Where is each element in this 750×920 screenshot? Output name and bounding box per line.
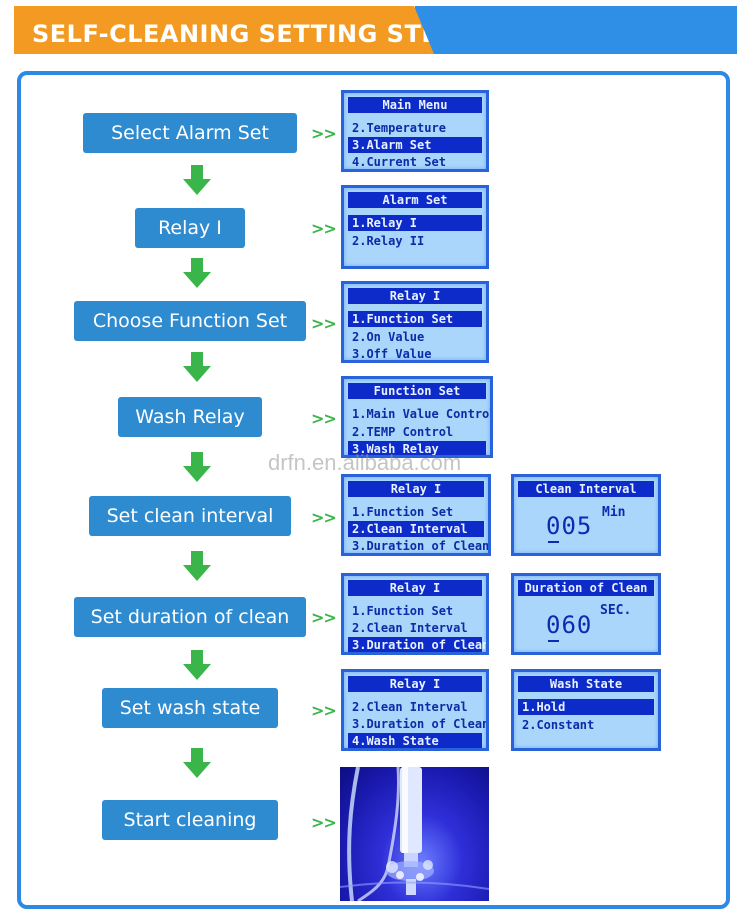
steps-frame: [17, 71, 730, 909]
header-banner-orange: SELF-CLEANING SETTING STEPS: [14, 6, 434, 54]
watermark: drfn.en.alibaba.com: [268, 450, 462, 475]
connector-chevron: >>: [311, 314, 337, 333]
arrow-down-icon: [183, 748, 211, 778]
lcd-title: Relay I: [348, 676, 482, 692]
lcd-title: Relay I: [348, 580, 482, 596]
lcd-function-set: Function Set 1.Main Value Control 2.TEMP…: [341, 376, 493, 458]
page-title: SELF-CLEANING SETTING STEPS: [32, 20, 475, 48]
lcd-row-selected: 4.Wash State: [348, 733, 482, 748]
lcd-title: Wash State: [518, 676, 654, 692]
arrow-down-icon: [183, 258, 211, 288]
lcd-row: 2.Constant: [522, 718, 595, 732]
header-banner-blue: [415, 6, 737, 54]
arrow-down-icon: [183, 165, 211, 195]
lcd-title: Clean Interval: [518, 481, 654, 497]
sensor-cleaning-illustration: [340, 767, 489, 901]
lcd-relay-duration: Relay I 1.Function Set 2.Clean Interval …: [341, 573, 489, 655]
connector-chevron: >>: [311, 813, 337, 832]
lcd-title: Function Set: [348, 383, 486, 399]
lcd-title: Duration of Clean: [518, 580, 654, 596]
lcd-value: 005: [546, 512, 593, 540]
lcd-title: Alarm Set: [348, 192, 482, 208]
lcd-wash-state: Wash State 1.Hold 2.Constant: [511, 669, 661, 751]
lcd-row: 1.Main Value Control: [352, 407, 493, 421]
lcd-row: 1.Function Set: [352, 505, 454, 519]
lcd-relay-interval: Relay I 1.Function Set 2.Clean Interval …: [341, 474, 491, 556]
lcd-row: 3.Off Value: [352, 347, 432, 361]
connector-chevron: >>: [311, 219, 337, 238]
lcd-relay-function: Relay I 1.Function Set 2.On Value 3.Off …: [341, 281, 489, 363]
connector-chevron: >>: [311, 124, 337, 143]
arrow-down-icon: [183, 352, 211, 382]
lcd-main-menu: Main Menu 2.Temperature 3.Alarm Set 4.Cu…: [341, 90, 489, 172]
lcd-row: 4.Current Set: [352, 155, 446, 169]
lcd-clean-interval: Clean Interval 005 Min: [511, 474, 661, 556]
lcd-row: 2.Temperature: [352, 121, 446, 135]
lcd-title: Relay I: [348, 288, 482, 304]
cleaning-photo: [340, 767, 489, 901]
step-set-clean-interval: Set clean interval: [89, 496, 291, 536]
lcd-row: 2.Clean Interval: [352, 700, 468, 714]
connector-chevron: >>: [311, 701, 337, 720]
lcd-row-selected: 3.Wash Relay: [348, 441, 486, 455]
lcd-duration-clean: Duration of Clean 060 SEC.: [511, 573, 661, 655]
lcd-unit: SEC.: [600, 603, 632, 618]
lcd-row-selected: 1.Relay I: [348, 215, 482, 231]
lcd-title: Relay I: [348, 481, 484, 497]
lcd-row-selected: 3.Duration of Clean: [348, 637, 486, 652]
arrow-down-icon: [183, 551, 211, 581]
step-start-cleaning: Start cleaning: [102, 800, 278, 840]
lcd-cursor: [548, 640, 559, 642]
lcd-row-selected: 1.Hold: [518, 699, 654, 715]
connector-chevron: >>: [311, 508, 337, 527]
lcd-value: 060: [546, 611, 593, 639]
connector-chevron: >>: [311, 409, 337, 428]
lcd-row: 2.TEMP Control: [352, 425, 454, 439]
step-select-alarm-set: Select Alarm Set: [83, 113, 297, 153]
lcd-row: 2.On Value: [352, 330, 425, 344]
step-set-duration-of-clean: Set duration of clean: [74, 597, 306, 637]
lcd-cursor: [548, 541, 559, 543]
step-set-wash-state: Set wash state: [102, 688, 278, 728]
lcd-title: Main Menu: [348, 97, 482, 113]
lcd-row: 3.Duration of Clean: [352, 539, 490, 553]
connector-chevron: >>: [311, 608, 337, 627]
lcd-row: 2.Clean Interval: [352, 621, 468, 635]
lcd-row: 1.Function Set: [352, 604, 454, 618]
lcd-relay-wash: Relay I 2.Clean Interval 3.Duration of C…: [341, 669, 489, 751]
lcd-row: 2.Relay II: [352, 234, 425, 248]
lcd-unit: Min: [602, 505, 626, 520]
lcd-row-selected: 2.Clean Interval: [348, 521, 484, 537]
step-wash-relay: Wash Relay: [118, 397, 262, 437]
lcd-row-selected: 3.Alarm Set: [348, 137, 482, 153]
arrow-down-icon: [183, 650, 211, 680]
lcd-row: 3.Duration of Clean: [352, 717, 489, 731]
step-choose-function-set: Choose Function Set: [74, 301, 306, 341]
arrow-down-icon: [183, 452, 211, 482]
lcd-row-selected: 1.Function Set: [348, 311, 482, 327]
lcd-alarm-set: Alarm Set 1.Relay I 2.Relay II: [341, 185, 489, 269]
step-relay-i: Relay I: [135, 208, 245, 248]
